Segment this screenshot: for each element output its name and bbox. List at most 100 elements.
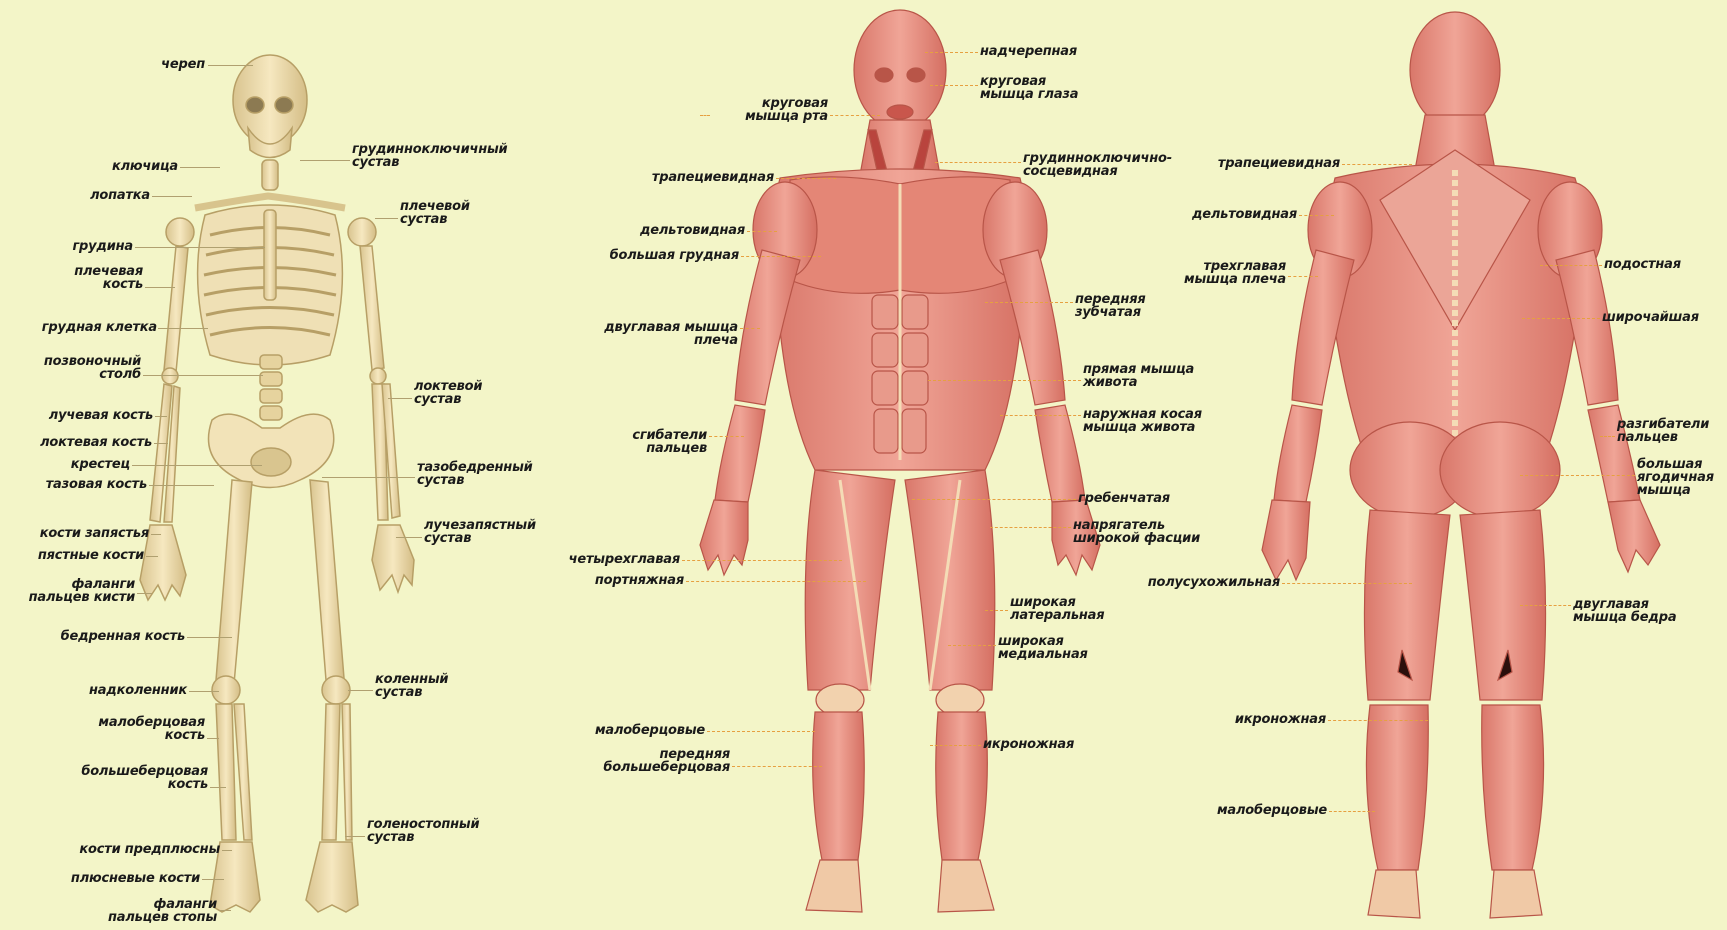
label-tazovaya-kost: тазовая кость (10, 478, 147, 491)
label-perednyaya-bolshebertsovaya: передняя большеберцовая (560, 748, 730, 774)
leader-line (322, 477, 415, 478)
leader-line (830, 115, 880, 116)
leader-line (990, 527, 1071, 528)
leader-line (776, 178, 836, 179)
leader-line (1299, 215, 1334, 216)
leader-line (219, 910, 231, 911)
leader-line (396, 537, 422, 538)
label-cherep: череп (100, 58, 205, 71)
label-klyuchitsa: ключица (60, 160, 178, 173)
leader-line (1000, 415, 1081, 416)
leader-line (1282, 583, 1412, 584)
leader-line (741, 256, 821, 257)
label-malobertsovye-back: малоберцовые (1170, 804, 1327, 817)
leader-line (187, 637, 232, 638)
label-plyusnevye-kosti: плюсневые кости (30, 872, 200, 885)
leader-line (930, 745, 981, 746)
label-nadcherepnaya: надчерепная (980, 45, 1077, 58)
leader-line (1600, 436, 1615, 437)
label-nadkolennik: надколенник (60, 684, 187, 697)
label-grudnaya-kletka: грудная клетка (20, 321, 157, 334)
leader-line (375, 218, 398, 219)
label-bedrennaya-kost: бедренная кость (20, 630, 185, 643)
label-pozvonochny-stolb: позвоночный столб (20, 355, 141, 381)
leader-line (132, 465, 262, 466)
label-shirochayshaya: широчайшая (1602, 311, 1699, 324)
label-falangi-stopy: фаланги пальцев стопы (60, 898, 217, 924)
leader-line (151, 534, 161, 535)
leader-line (925, 52, 978, 53)
label-lopatka: лопатка (40, 189, 150, 202)
label-shirokaya-lateralnaya: широкая латеральная (1010, 596, 1104, 622)
leader-line (207, 738, 219, 739)
leader-line (948, 645, 996, 646)
leader-line (345, 836, 365, 837)
leader-line (135, 247, 265, 248)
leader-line (912, 499, 1076, 500)
label-malobertsovye-front: малоберцовые (560, 724, 705, 737)
label-trapetsievidnaya-back: трапециевидная (1190, 157, 1340, 170)
leader-line (154, 443, 168, 444)
leader-line (935, 162, 1021, 163)
label-sgibateli: сгибатели пальцев (600, 429, 707, 455)
label-trapetsievidnaya-front: трапециевидная (620, 171, 774, 184)
muscles-back-figure (1262, 12, 1660, 918)
label-deltovidnaya-back: дельтовидная (1160, 208, 1297, 221)
leader-line (1520, 475, 1635, 476)
leader-line (202, 879, 224, 880)
leader-line (149, 485, 214, 486)
leader-line (700, 115, 710, 116)
leader-line (682, 560, 842, 561)
leader-line (740, 328, 760, 329)
label-pryamaya-zhivota: прямая мышца живота (1083, 363, 1194, 389)
leader-line (709, 436, 744, 437)
leader-line (158, 328, 208, 329)
label-polusuhozhilnaya: полусухожильная (1110, 576, 1280, 589)
label-naruzhnaya-kosaya: наружная косая мышца живота (1083, 408, 1202, 434)
label-loktevaya-kost: локтевая кость (10, 436, 152, 449)
label-bolshebertsovaya-kost: большеберцовая кость (40, 765, 208, 791)
label-loktevoy-sustav: локтевой сустав (414, 380, 482, 406)
leader-line (1329, 811, 1375, 812)
leader-line (1522, 318, 1600, 319)
leader-line (348, 690, 373, 691)
leader-line (707, 731, 815, 732)
label-grebenchataya: гребенчатая (1078, 492, 1170, 505)
leader-line (222, 850, 232, 851)
label-shirokaya-medialnaya: широкая медиальная (998, 635, 1088, 661)
label-grudinoklyuchichno: грудинноключично- сосцевидная (1023, 152, 1172, 178)
label-ikronozhnaya-back: икроножная (1180, 713, 1326, 726)
label-grudinoklyuchichny-sustav: грудинноключичный сустав (352, 143, 507, 169)
leader-line (210, 787, 226, 788)
label-malobertsovaya-kost: малоберцовая кость (60, 716, 205, 742)
leader-line (985, 302, 1073, 303)
label-trehglavaya: трехглавая мышца плеча (1150, 260, 1286, 286)
label-falangi-kisti: фаланги пальцев кисти (10, 578, 135, 604)
leader-line (732, 766, 822, 767)
label-golenostopny-sustav: голеностопный сустав (367, 818, 479, 844)
label-kolenny-sustav: коленный сустав (375, 673, 448, 699)
label-bolshaya-yagodichnaya: большая ягодичная мышца (1637, 458, 1714, 497)
label-kosti-zapyastya: кости запястья (10, 527, 149, 540)
leader-line (388, 398, 412, 399)
label-krugovaya-glaza: круговая мышца глаза (980, 75, 1078, 101)
label-chetyrehglavaya: четырехглавая (540, 553, 680, 566)
label-bolshaya-grudnaya: большая грудная (590, 249, 739, 262)
leader-line (152, 196, 192, 197)
muscles-front-figure (700, 10, 1100, 912)
label-plechevoy-sustav: плечевой сустав (400, 200, 470, 226)
leader-line (155, 416, 167, 417)
label-portnyazhnaya: портняжная (560, 574, 684, 587)
label-plechevaya-kost: плечевая кость (40, 265, 143, 291)
leader-line (145, 287, 175, 288)
label-krestets: крестец (20, 458, 130, 471)
label-razgibateli: разгибатели пальцев (1617, 418, 1709, 444)
label-dvuglavaya-plecha: двуглавая мышца плеча (580, 321, 738, 347)
leader-line (928, 380, 1081, 381)
leader-line (1288, 276, 1318, 277)
label-podostnaya: подостная (1604, 258, 1681, 271)
label-kosti-predplyusny: кости предплюсны (40, 843, 220, 856)
leader-line (143, 375, 263, 376)
label-krugovaya-rta: круговая мышца рта (700, 97, 828, 123)
